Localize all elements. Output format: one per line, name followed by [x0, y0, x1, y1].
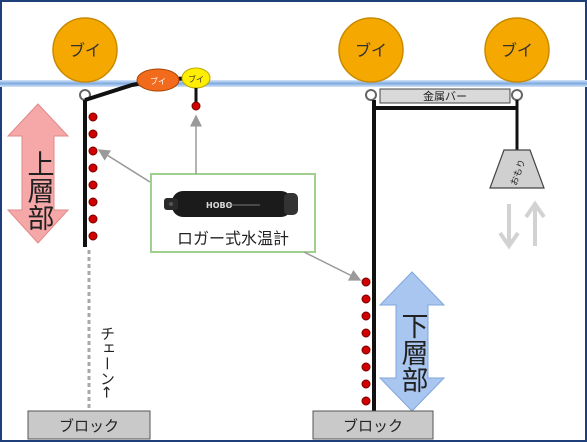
left-buoy-label: ブイ — [69, 41, 101, 60]
upper-layer-label: 上層部 — [23, 150, 55, 231]
sensor-dot — [88, 180, 98, 190]
sensor-dot — [88, 197, 98, 207]
right-ring-2 — [511, 89, 523, 101]
logger-caption: ロガー式水温計 — [177, 229, 289, 248]
weight-motion-arrows — [498, 200, 546, 250]
logger-device-icon: HOBO — [164, 191, 298, 217]
left-block: ブロック — [27, 410, 151, 440]
lower-layer-arrow: 下層部 — [378, 271, 446, 412]
chain-label: チェーン← — [98, 326, 116, 399]
sensor-dot — [361, 328, 371, 338]
left-block-label: ブロック — [59, 417, 119, 435]
sensor-dot — [361, 362, 371, 372]
water-surface — [0, 80, 587, 87]
upper-layer-arrow: 上層部 — [6, 103, 70, 244]
sensor-dot — [88, 214, 98, 224]
sensor-dot — [361, 345, 371, 355]
right-buoy-2-label: ブイ — [501, 41, 533, 60]
sensor-dot — [88, 231, 98, 241]
sensor-dot — [361, 379, 371, 389]
right-buoy-1: ブイ — [338, 17, 404, 83]
small-buoy-yellow: ブイ — [181, 67, 211, 89]
sensor-dot — [88, 163, 98, 173]
small-buoy-yellow-label: ブイ — [188, 74, 204, 84]
right-ring-1 — [365, 89, 377, 101]
lower-layer-label: 下層部 — [397, 312, 429, 393]
left-buoy: ブイ — [52, 17, 118, 83]
sensor-dot — [88, 112, 98, 122]
sensor-dot — [361, 277, 371, 287]
left-sensor-column — [88, 112, 98, 241]
pointer-arrow-upper — [97, 149, 151, 183]
right-sensor-column — [361, 277, 371, 406]
weight: おもり — [489, 149, 545, 189]
right-buoy-2: ブイ — [484, 17, 550, 83]
metal-bar-label: 金属バー — [423, 89, 467, 103]
sensor-dot — [361, 311, 371, 321]
sensor-dot — [361, 396, 371, 406]
logger-callout: HOBO ロガー式水温計 — [150, 173, 316, 253]
right-block-label: ブロック — [343, 417, 403, 435]
small-buoy-orange-label: ブイ — [150, 76, 166, 86]
sensor-dot — [88, 146, 98, 156]
sensor-dot — [88, 129, 98, 139]
right-buoy-1-label: ブイ — [355, 41, 387, 60]
right-block: ブロック — [312, 410, 434, 440]
small-buoy-orange: ブイ — [136, 68, 180, 92]
sensor-dot — [361, 294, 371, 304]
logger-device-text: HOBO — [206, 201, 233, 210]
pointer-arrow-lower — [303, 251, 362, 281]
metal-bar: 金属バー — [379, 88, 511, 104]
sensor-dot — [191, 101, 201, 111]
